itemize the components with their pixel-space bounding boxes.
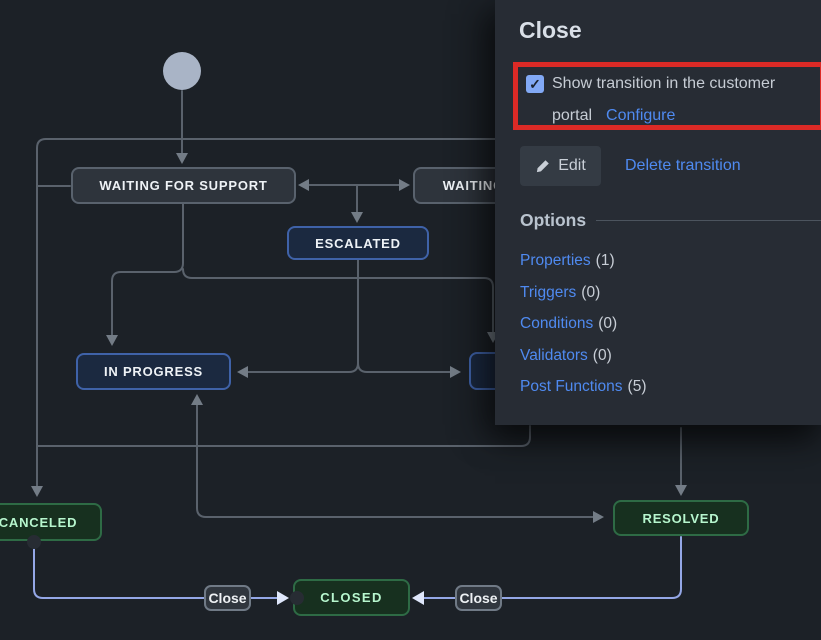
post-functions-link[interactable]: Post Functions [520,378,623,395]
transition-label-close-right[interactable]: Close [455,585,502,611]
edit-button-label: Edit [558,157,586,174]
edit-button[interactable]: Edit [520,146,601,186]
arrowhead-into-inprogress-top [106,335,118,346]
show-transition-label-text: Show transition in the customer portal [552,75,776,124]
arrowhead-into-hidden-left [450,366,461,378]
arrowhead-into-inprogress-bottom [191,394,203,405]
transition-detail-panel: Close ✓ Show transition in the customer … [495,0,821,425]
panel-title: Close [519,17,582,43]
arrowhead-into-escalated-top [351,212,363,223]
option-conditions-row: Conditions(0) [520,315,617,333]
arrowhead-into-canceled-top [31,486,43,497]
status-node-canceled[interactable]: CANCELED [0,503,102,541]
arrowhead-into-inprogress-right [237,366,248,378]
arrowhead-into-resolved-top [675,485,687,496]
edge-mid-horizontal [36,425,531,447]
checkmark-icon: ✓ [529,75,541,92]
edge-inprogress-hidden-horizontal [243,362,455,373]
options-heading-row: Options [520,210,821,231]
triggers-count: (0) [581,284,601,301]
edge-resolved-to-closed [423,536,682,599]
status-node-resolved[interactable]: RESOLVED [613,500,749,536]
edge-top-loop [36,138,498,489]
option-validators-row: Validators(0) [520,347,612,365]
edge-canceled-to-closed [33,542,278,599]
arrowhead-into-wfs-top [176,153,188,164]
post-functions-count: (5) [627,378,647,395]
option-post-functions-row: Post Functions(5) [520,378,646,396]
conditions-link[interactable]: Conditions [520,315,594,332]
status-node-closed[interactable]: CLOSED [293,579,410,616]
option-triggers-row: Triggers(0) [520,284,600,302]
pencil-icon [537,159,549,172]
arrowhead-into-wfs-right [298,179,309,191]
edge-wfs-to-hidden [182,268,494,336]
transition-label-close-left[interactable]: Close [204,585,251,611]
option-properties-row: Properties(1) [520,252,615,270]
show-transition-checkbox[interactable]: ✓ [526,75,544,93]
conditions-count: (0) [598,315,618,332]
triggers-link[interactable]: Triggers [520,284,577,301]
edge-inprogress-resolved [196,399,598,518]
validators-link[interactable]: Validators [520,347,588,364]
edge-wfs-to-inprogress [111,203,184,339]
start-node-circle[interactable] [163,52,201,90]
validators-count: (0) [592,347,612,364]
status-node-escalated[interactable]: ESCALATED [287,226,429,260]
properties-count: (1) [595,252,615,269]
status-node-waiting-for-support[interactable]: WAITING FOR SUPPORT [71,167,296,204]
properties-link[interactable]: Properties [520,252,591,269]
arrowhead-into-wfc-left [399,179,410,191]
options-heading: Options [520,210,587,230]
configure-link[interactable]: Configure [606,107,676,124]
status-node-in-progress[interactable]: IN PROGRESS [76,353,231,390]
arrowhead-into-resolved-left [593,511,604,523]
options-divider [596,220,821,221]
delete-transition-link[interactable]: Delete transition [625,157,741,174]
